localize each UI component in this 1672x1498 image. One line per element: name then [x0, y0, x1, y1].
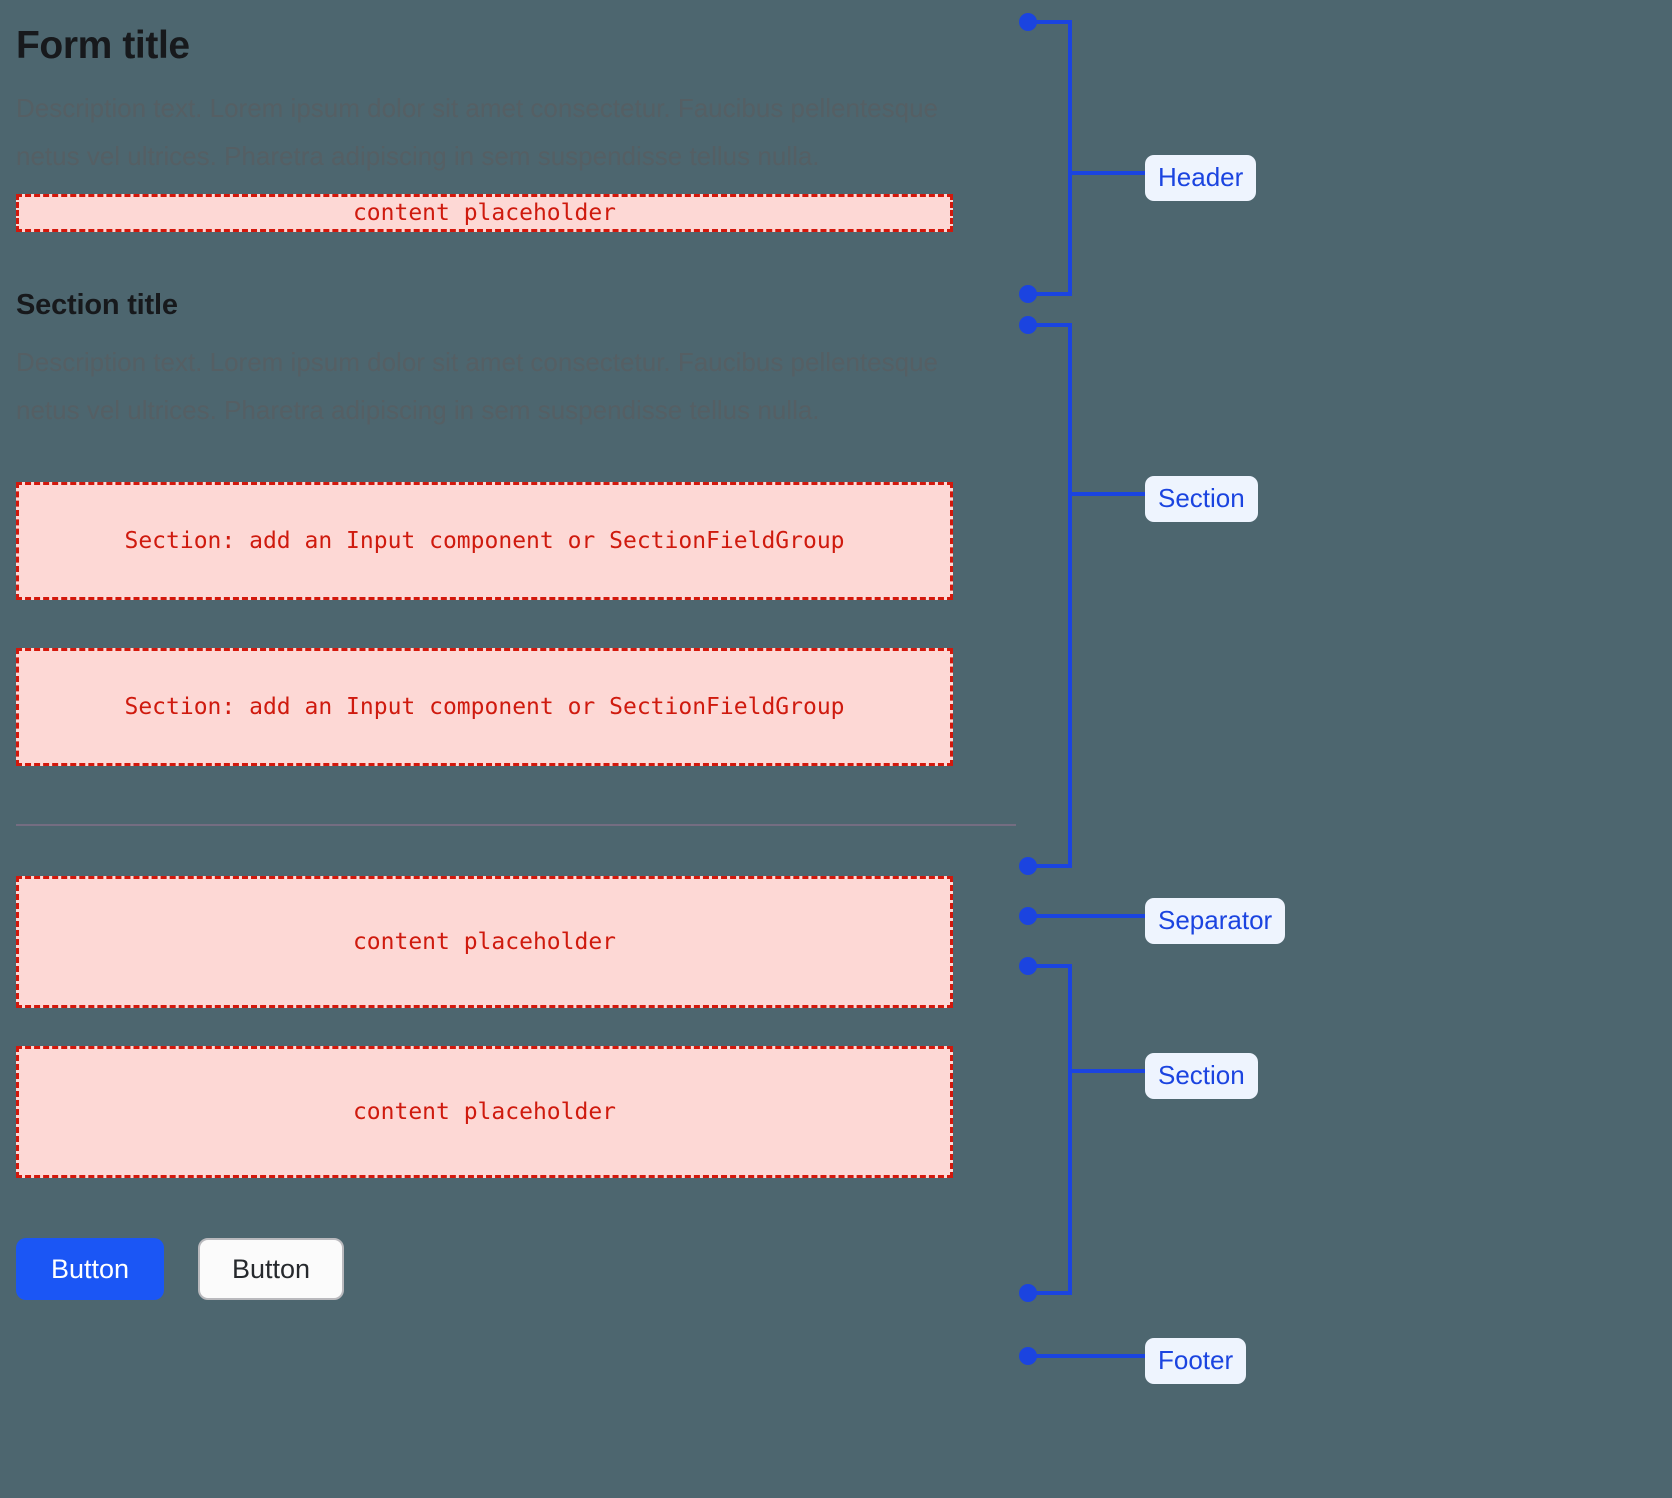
header-description: Description text. Lorem ipsum dolor sit …: [16, 93, 939, 171]
section-content-placeholder[interactable]: content placeholder: [16, 1046, 953, 1178]
section-field-placeholder[interactable]: Section: add an Input component or Secti…: [16, 648, 953, 766]
anchor-dot: [1019, 907, 1037, 925]
form-section-one: Section title Description text. Lorem ip…: [16, 286, 1016, 766]
section-two-placeholder-label: content placeholder: [352, 1099, 617, 1125]
separator: [16, 824, 1016, 826]
section-placeholder-label: Section: add an Input component or Secti…: [124, 528, 845, 554]
bracket-header: [1030, 20, 1072, 296]
anchor-dot: [1019, 1347, 1037, 1365]
section-field-placeholder[interactable]: Section: add an Input component or Secti…: [16, 482, 953, 600]
annotation-label-footer[interactable]: Footer: [1145, 1338, 1247, 1384]
form-header: Form title Description text. Lorem ipsum…: [16, 0, 1016, 232]
annotation-label-section-two[interactable]: Section: [1145, 1053, 1258, 1099]
primary-button[interactable]: Button: [16, 1238, 164, 1300]
bracket-section-two: [1030, 964, 1072, 1295]
anchor-dot: [1019, 1284, 1037, 1302]
section-placeholder-label: Section: add an Input component or Secti…: [124, 694, 845, 720]
annotation-dots: [1019, 13, 1037, 1365]
anchor-dot: [1019, 957, 1037, 975]
annotation-label-header[interactable]: Header: [1145, 155, 1257, 201]
form-footer: Button Button: [16, 1238, 1016, 1300]
section-content-placeholder[interactable]: content placeholder: [16, 876, 953, 1008]
annotation-label-separator[interactable]: Separator: [1145, 898, 1286, 944]
annotation-label-section-one[interactable]: Section: [1145, 476, 1258, 522]
anchor-dot: [1019, 13, 1037, 31]
anchor-dot: [1019, 857, 1037, 875]
section-title: Section title: [16, 289, 178, 321]
bracket-section-one: [1030, 323, 1072, 868]
section-one-body: Section: add an Input component or Secti…: [16, 482, 1016, 766]
form-section-two: content placeholder content placeholder: [16, 876, 1016, 1178]
header-placeholder-label: content placeholder: [352, 200, 617, 226]
header-content-placeholder[interactable]: content placeholder: [16, 194, 953, 232]
section-two-placeholder-label: content placeholder: [352, 929, 617, 955]
secondary-button[interactable]: Button: [198, 1238, 344, 1300]
anchor-dot: [1019, 316, 1037, 334]
page-title: Form title: [16, 24, 190, 67]
anchor-dot: [1019, 285, 1037, 303]
section-description: Description text. Lorem ipsum dolor sit …: [16, 347, 939, 425]
form-preview: Form title Description text. Lorem ipsum…: [16, 0, 1016, 1498]
